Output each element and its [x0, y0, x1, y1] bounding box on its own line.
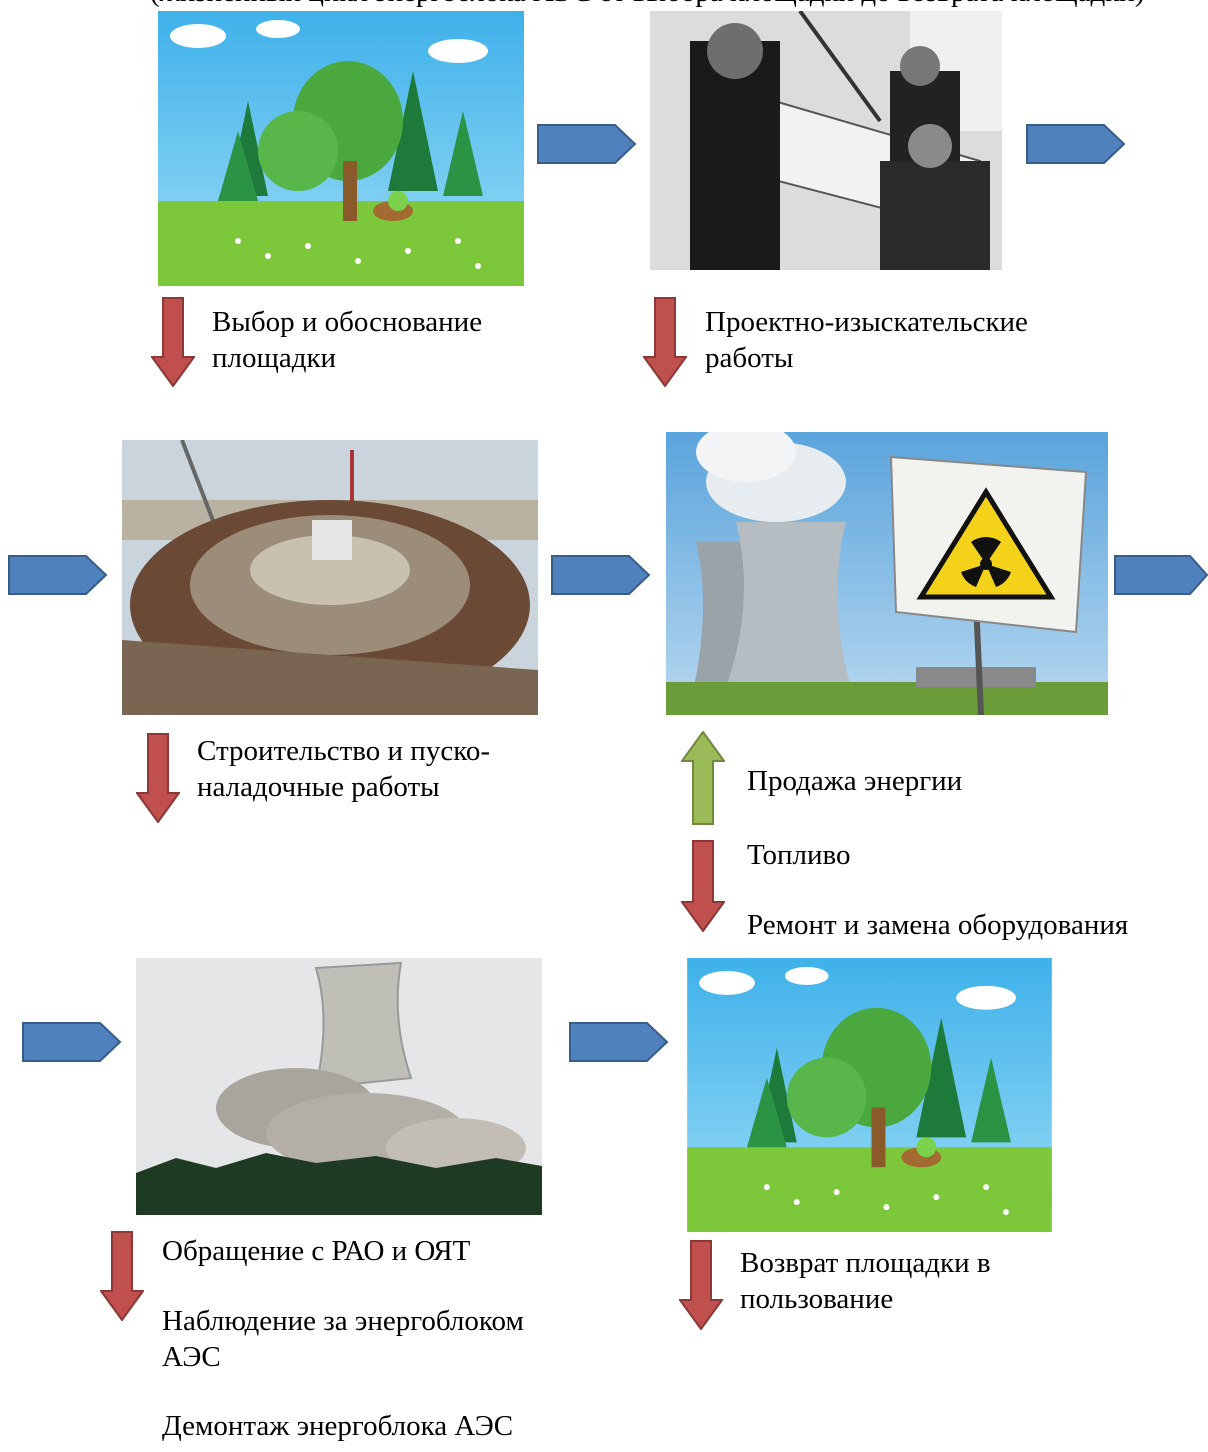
block-arrow-right-icon [1026, 124, 1126, 164]
block-arrow-right-icon [569, 1022, 669, 1062]
block-arrow-down-icon [151, 297, 195, 387]
decom-dismantling-label: Демонтаж энергоблока АЭС [162, 1410, 514, 1442]
operation-income-label: Продажа энергии [747, 765, 963, 797]
block-arrow-right-icon [1114, 555, 1208, 595]
stage-site-label: Выбор и обоснование площадки [212, 306, 483, 374]
block-arrow-right-icon [551, 555, 651, 595]
forest-picture [687, 958, 1052, 1232]
decom-rao-label: Обращение с РАО и ОЯТ [162, 1235, 471, 1267]
block-arrow-right-icon [22, 1022, 122, 1062]
engineers-photo [650, 11, 1002, 270]
stage-design-label: Проектно-изыскательские работы [705, 306, 1028, 374]
npp-radiation-photo [666, 432, 1108, 715]
header-fragment: (жизненный цикл энергоблока АЭС от выбор… [150, 0, 1144, 10]
block-arrow-down-icon [136, 733, 180, 823]
block-arrow-down-icon [643, 297, 687, 387]
stage-construction-label: Строительство и пуско- наладочные работы [197, 735, 490, 803]
block-arrow-right-icon [8, 555, 108, 595]
forest-picture [158, 11, 524, 286]
block-arrow-down-icon [100, 1231, 144, 1321]
operation-fuel-label: Топливо [747, 839, 851, 871]
block-arrow-down-icon [679, 1240, 723, 1330]
decom-monitoring-label: Наблюдение за энергоблоком АЭС [162, 1305, 524, 1373]
block-arrow-right-icon [537, 124, 637, 164]
block-arrow-up-icon [681, 731, 725, 825]
stage-return-label: Возврат площадки в пользование [740, 1247, 991, 1315]
block-arrow-down-icon [681, 840, 725, 932]
construction-photo [122, 440, 538, 715]
demolition-photo [136, 958, 542, 1215]
operation-repair-label: Ремонт и замена оборудования [747, 909, 1129, 941]
